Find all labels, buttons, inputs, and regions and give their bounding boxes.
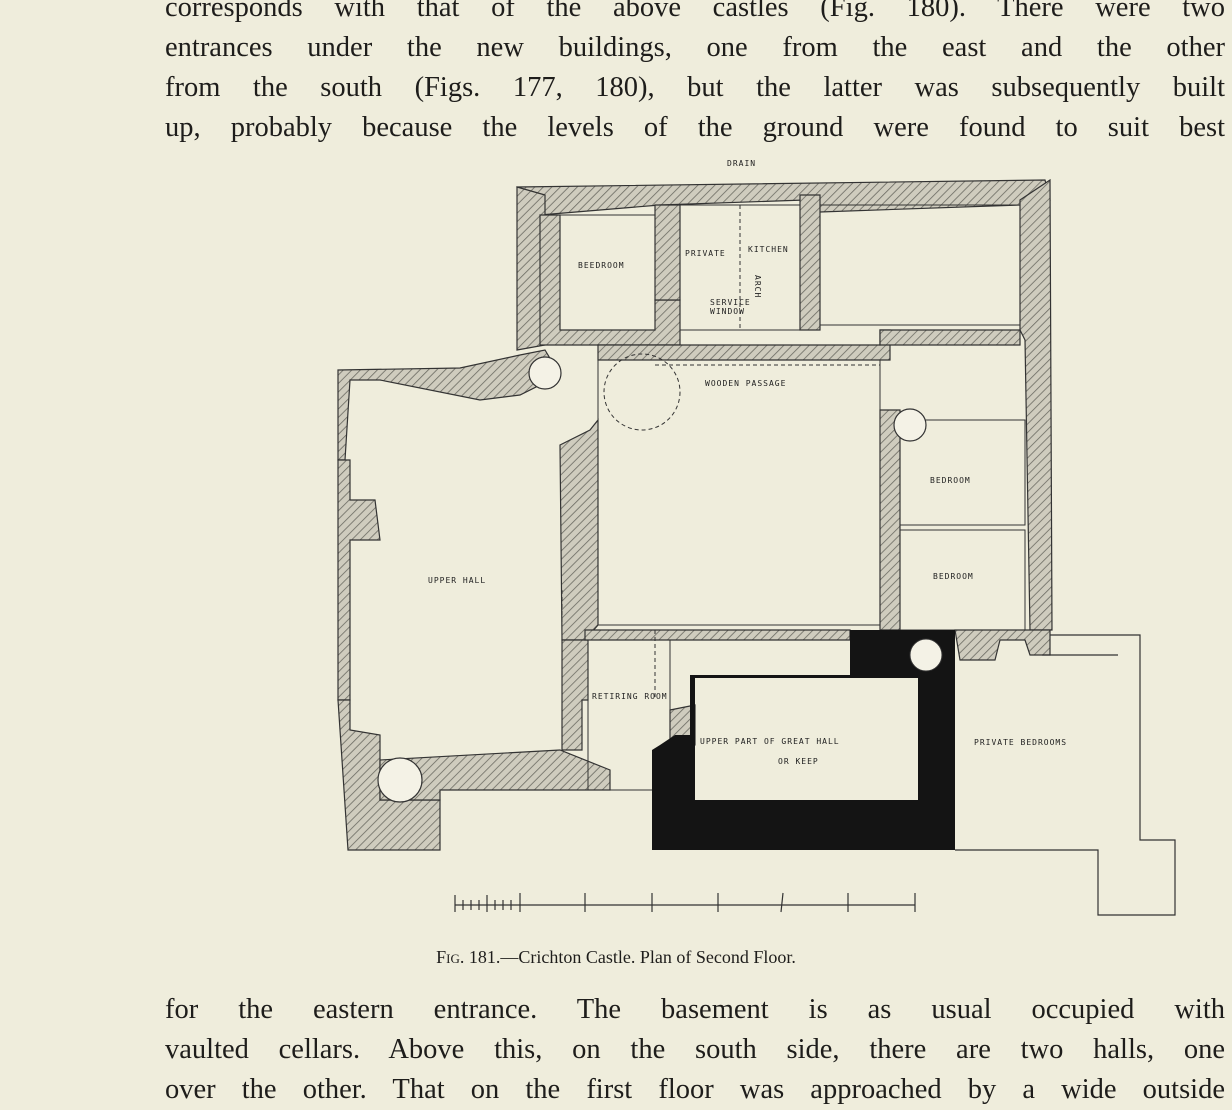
label-great-hall: UPPER PART OF GREAT HALL (700, 737, 840, 746)
label-private: PRIVATE (685, 249, 726, 258)
label-wooden-passage: WOODEN PASSAGE (705, 379, 786, 388)
outer-enclosure (955, 634, 1176, 916)
text-line: for the eastern entrance. The basement i… (165, 994, 1225, 1025)
text-line: corresponds with that of the above castl… (165, 0, 1225, 23)
text-line: over the other. That on the first floor … (165, 1074, 1225, 1105)
text-line: entrances under the new buildings, one f… (165, 32, 1225, 63)
label-drain: DRAIN (727, 159, 756, 168)
label-upper-hall: UPPER HALL (428, 576, 486, 585)
label-beedroom: BEEDROOM (578, 261, 625, 270)
caption-text: —Crichton Castle. Plan of Second Floor. (500, 947, 796, 967)
label-retiring-room: RETIRING ROOM (592, 692, 668, 701)
label-window: WINDOW (710, 307, 745, 316)
paragraph-top: corresponds with that of the above castl… (165, 0, 1225, 148)
text-line: up, probably because the levels of the g… (165, 112, 1225, 143)
room-outlines (559, 204, 1026, 791)
label-bedroom-2: BEDROOM (933, 572, 974, 581)
label-arch: ARCH (753, 275, 762, 298)
label-service: SERVICE (710, 298, 751, 307)
scale-bar (454, 892, 916, 913)
label-private-bedrooms: PRIVATE BEDROOMS (974, 738, 1067, 747)
floor-plan-figure: DRAIN BEEDROOM PRIVATE KITCHEN ARCH SERV… (337, 159, 1176, 916)
label-or-keep: OR KEEP (778, 757, 819, 766)
figure-caption: Fig. 181.—Crichton Castle. Plan of Secon… (0, 947, 1232, 968)
text-line: from the south (Figs. 177, 180), but the… (165, 72, 1225, 103)
text-line: vaulted cellars. Above this, on the sout… (165, 1034, 1225, 1065)
caption-figure-number: Fig. 181. (436, 947, 501, 967)
label-kitchen: KITCHEN (748, 245, 789, 254)
label-bedroom-1: BEDROOM (930, 476, 971, 485)
dashed-lines (561, 205, 1025, 700)
paragraph-bottom: for the eastern entrance. The basement i… (165, 990, 1225, 1110)
